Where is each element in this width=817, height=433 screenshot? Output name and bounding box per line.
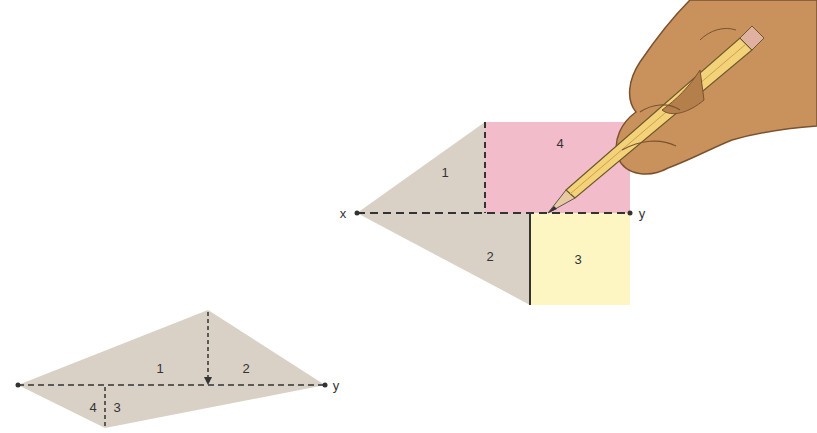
kite-shape: [18, 310, 325, 428]
piece-number: 4: [556, 137, 563, 150]
dashed-line: [207, 312, 209, 378]
point-dot: [355, 211, 360, 216]
point-dot: [628, 211, 633, 216]
point-label: x: [340, 207, 347, 220]
triangle-piece: [357, 213, 530, 305]
point-label: y: [639, 207, 646, 220]
point-dot: [323, 383, 328, 388]
rectangle-piece: [530, 213, 630, 305]
point-label: y: [333, 379, 340, 392]
triangle-piece: [357, 122, 485, 213]
piece-number: 1: [156, 362, 163, 375]
edge-line: [529, 213, 531, 305]
arrow-head: [204, 377, 212, 385]
dashed-line: [484, 122, 486, 213]
piece-number: 1: [441, 166, 448, 179]
hand-with-pencil: [548, 0, 817, 213]
piece-number: 3: [574, 253, 581, 266]
piece-number: 3: [113, 401, 120, 414]
dashed-line: [104, 387, 106, 426]
piece-number: 4: [89, 401, 96, 414]
point-dot: [16, 383, 21, 388]
dashed-axis: [18, 384, 325, 386]
piece-number: 2: [242, 362, 249, 375]
piece-number: 2: [486, 250, 493, 263]
dashed-axis: [357, 212, 630, 214]
